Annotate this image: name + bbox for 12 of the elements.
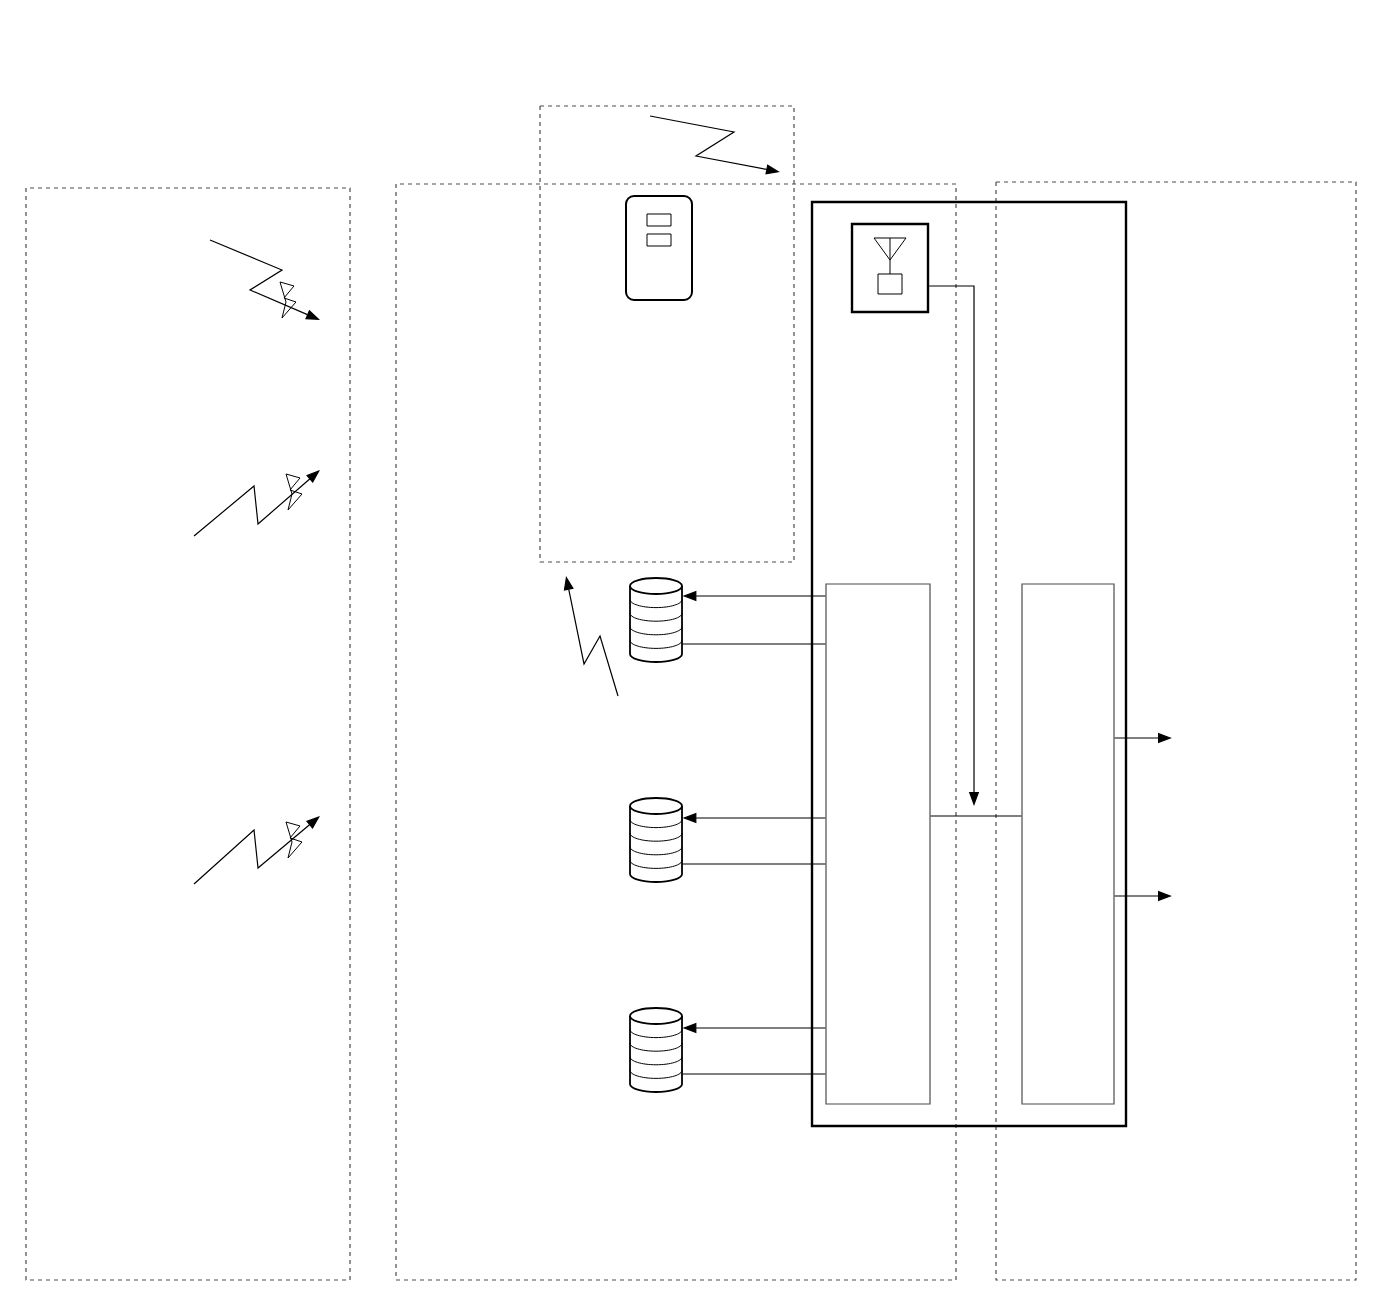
database-cylinder	[629, 577, 683, 663]
module-box	[825, 583, 931, 1105]
connector-line	[681, 863, 826, 865]
connector-line	[681, 1073, 826, 1075]
system-box	[810, 200, 1128, 1128]
database-cylinder	[629, 1007, 683, 1093]
module-box	[1021, 583, 1115, 1105]
antenna-module	[850, 222, 930, 314]
device-drawing	[625, 195, 693, 301]
connector-line	[930, 815, 1022, 817]
database-cylinder	[629, 797, 683, 883]
connector-line	[681, 643, 826, 645]
